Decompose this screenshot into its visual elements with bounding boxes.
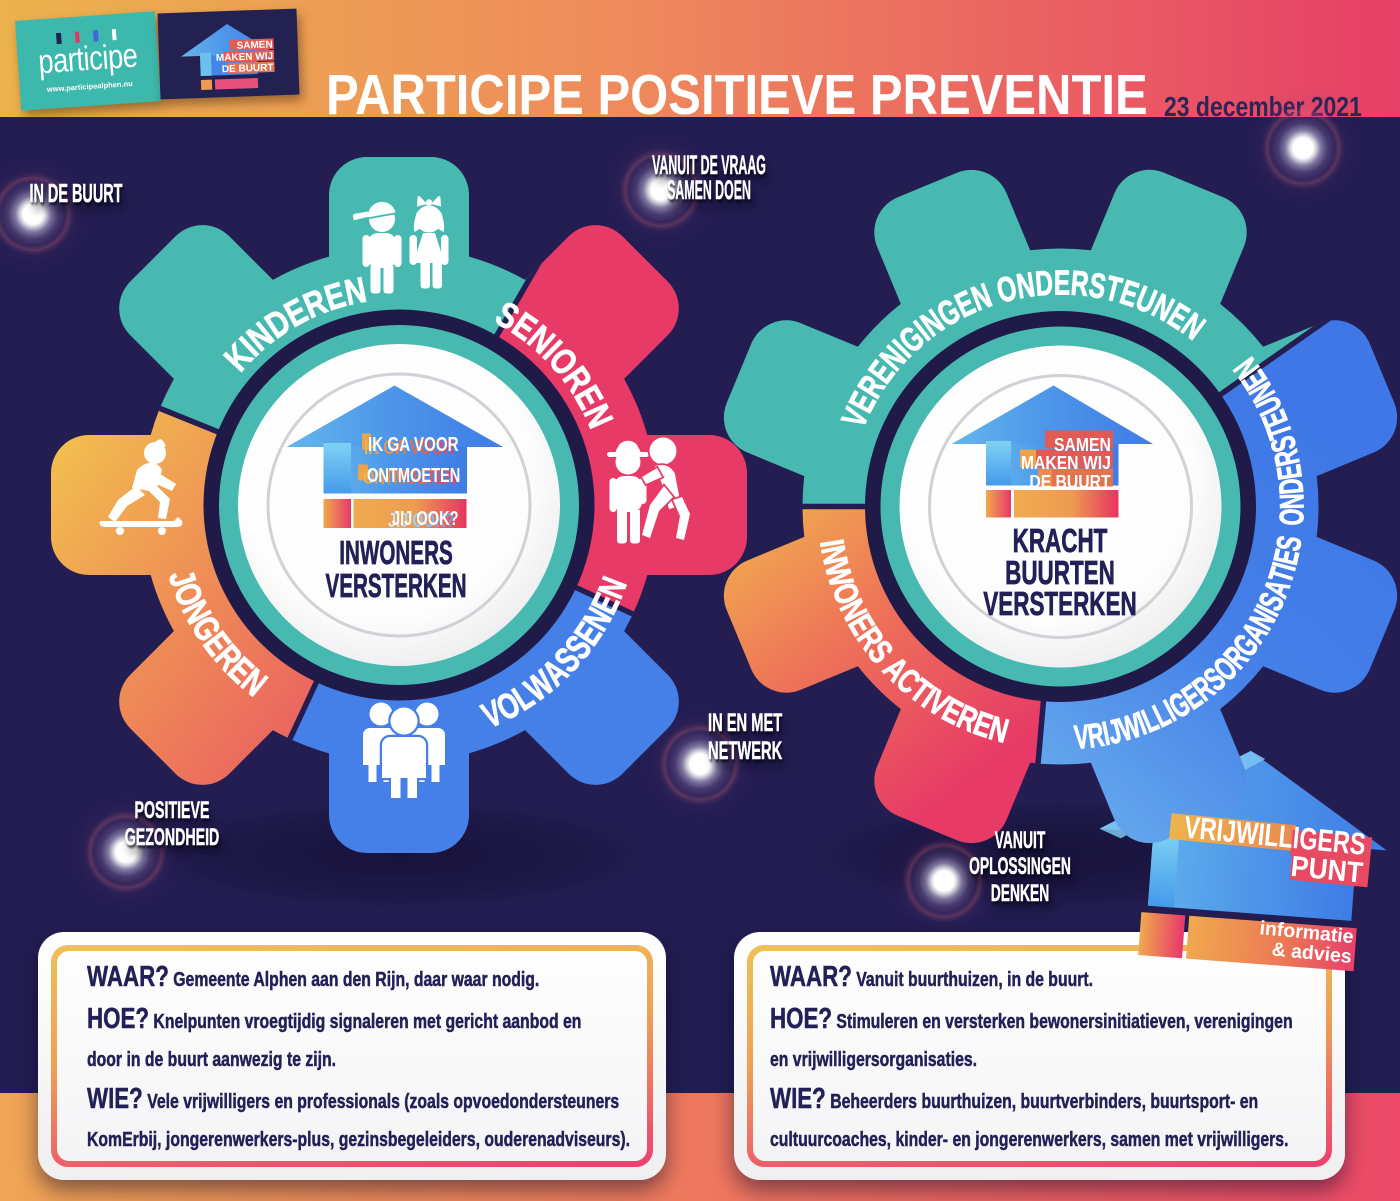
svg-text:N: N <box>1273 493 1311 510</box>
svg-text:DE BUURT: DE BUURT <box>222 62 274 75</box>
svg-text:R: R <box>1069 265 1090 305</box>
svg-text:VRIJWILLIGERS: VRIJWILLIGERS <box>1183 810 1368 862</box>
svg-text:E: E <box>1270 462 1310 482</box>
svg-text:O: O <box>1273 508 1312 527</box>
svg-text:V: V <box>1073 718 1091 757</box>
svg-text:E: E <box>1054 264 1071 302</box>
svg-text:MAKEN WIJ: MAKEN WIJ <box>216 51 274 64</box>
svg-text:D: D <box>1272 477 1311 496</box>
svg-text:S: S <box>1086 266 1108 306</box>
svg-text:S: S <box>1270 533 1310 553</box>
svg-text:SAMEN: SAMEN <box>236 39 272 51</box>
svg-text:R: R <box>1085 716 1107 756</box>
svg-text:N: N <box>1014 266 1037 307</box>
svg-text:PUNT: PUNT <box>1289 851 1364 890</box>
svg-text:D: D <box>1034 264 1054 303</box>
